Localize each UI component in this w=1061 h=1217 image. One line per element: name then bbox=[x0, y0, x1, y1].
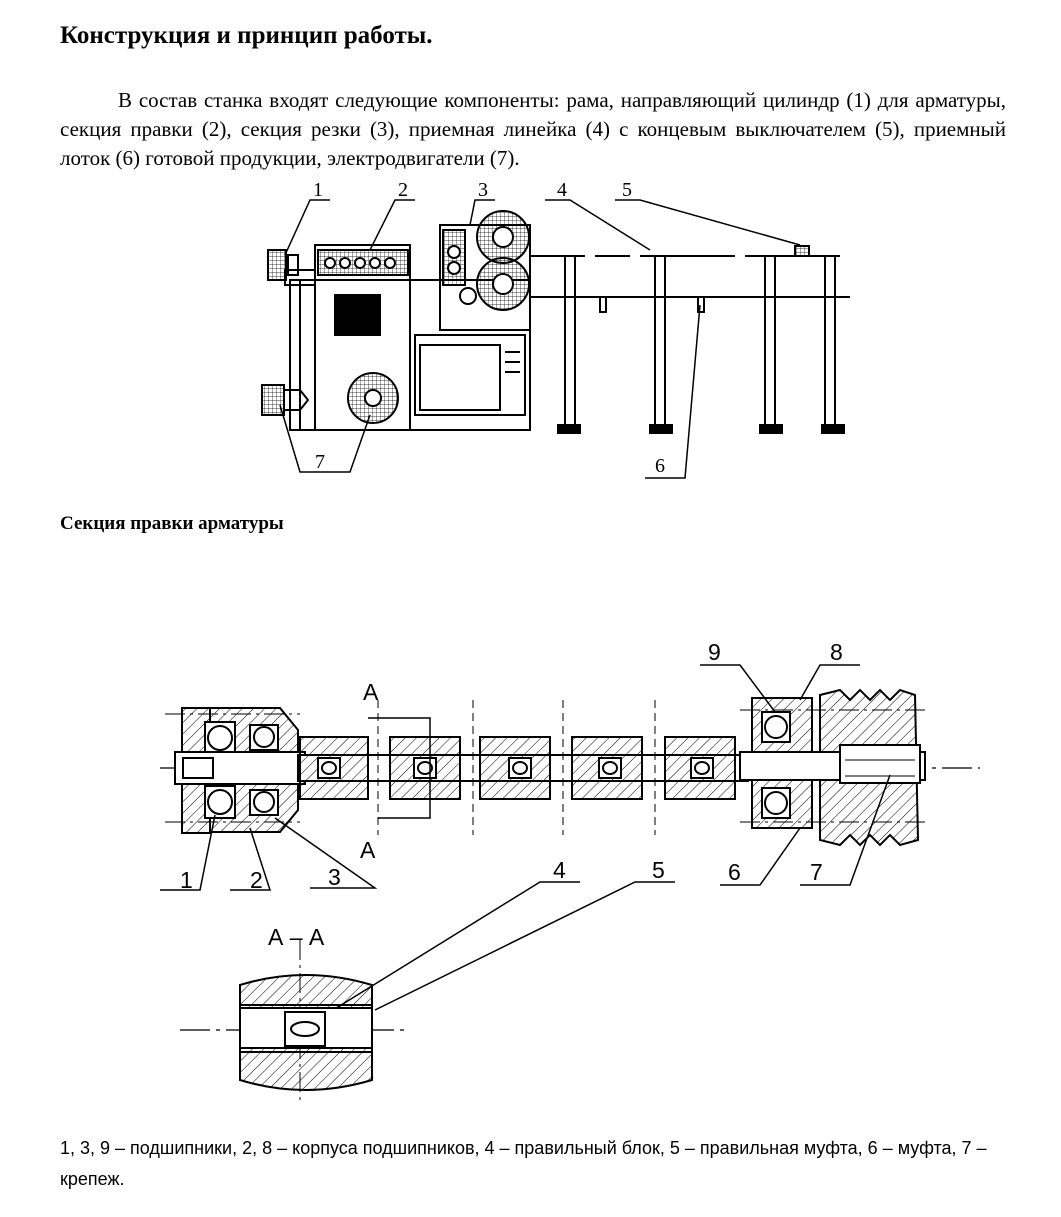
section-mark-bottom: А bbox=[360, 837, 376, 863]
fig2-label-3: 3 bbox=[328, 864, 341, 890]
section-heading: Секция правки арматуры bbox=[60, 513, 284, 534]
fig2-label-9: 9 bbox=[708, 639, 721, 665]
fig1-label-2: 2 bbox=[398, 179, 408, 201]
intro-paragraph: В состав станка входят следующие компоне… bbox=[60, 88, 1006, 170]
fig2-label-8: 8 bbox=[830, 639, 843, 665]
fig1-label-7: 7 bbox=[315, 451, 325, 473]
fig2-label-1: 1 bbox=[180, 867, 193, 893]
section-view-label: А – А bbox=[268, 924, 325, 950]
figure-caption: 1, 3, 9 – подшипники, 2, 8 – корпуса под… bbox=[60, 1138, 987, 1189]
section-mark-top: А bbox=[363, 679, 379, 705]
fig2-label-6: 6 bbox=[728, 859, 741, 885]
fig2-label-2: 2 bbox=[250, 867, 263, 893]
fig2-label-7: 7 bbox=[810, 859, 823, 885]
fig1-label-4: 4 bbox=[557, 179, 567, 201]
fig2-label-5: 5 bbox=[652, 857, 665, 883]
fig1-label-6: 6 bbox=[655, 455, 665, 477]
fig2-label-4: 4 bbox=[553, 857, 566, 883]
straightening-section-figure bbox=[160, 664, 980, 1100]
page-heading: Конструкция и принцип работы. bbox=[60, 22, 433, 49]
fig1-label-3: 3 bbox=[478, 179, 488, 201]
fig1-label-5: 5 bbox=[622, 179, 632, 201]
fig1-label-1: 1 bbox=[313, 179, 323, 201]
